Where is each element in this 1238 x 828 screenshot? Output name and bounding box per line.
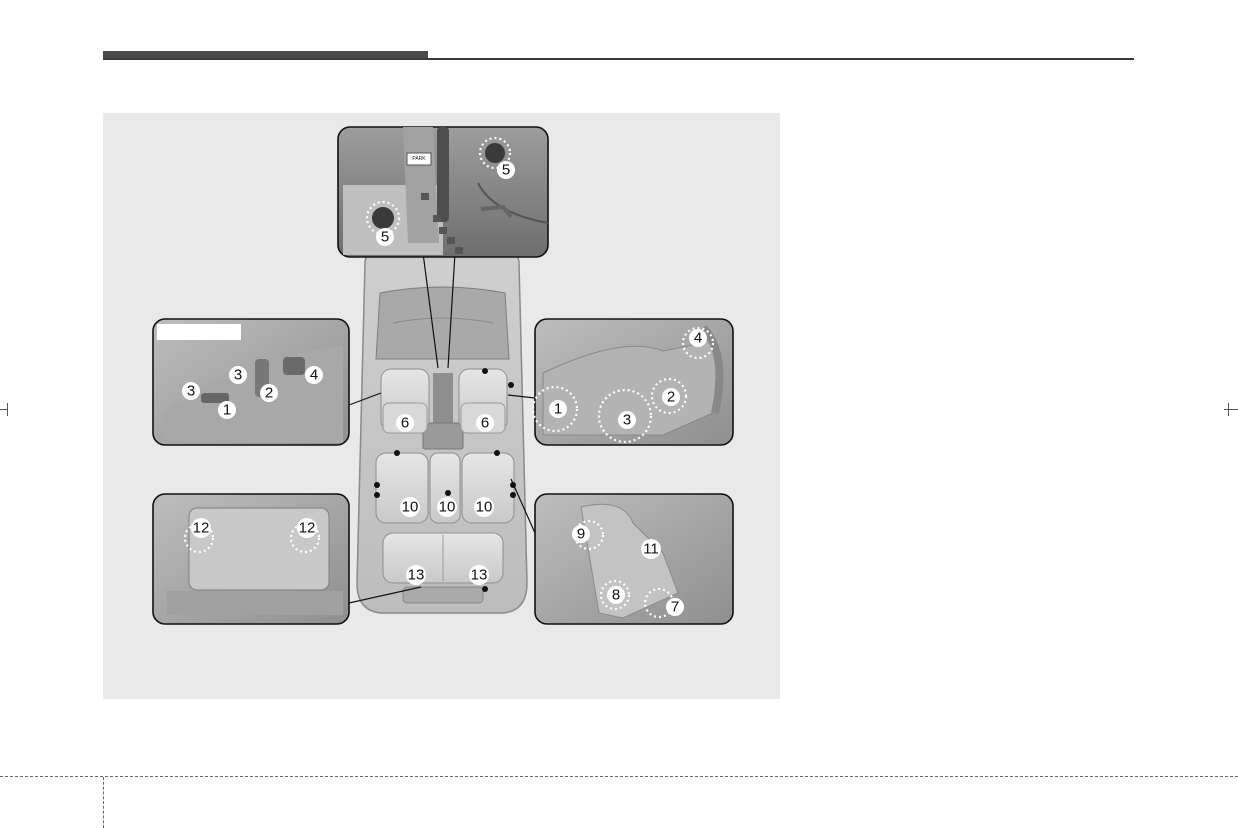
callout-7: 7 <box>666 598 684 616</box>
callout-6a-label: 6 <box>401 415 409 432</box>
callout-5a: 5 <box>497 161 515 179</box>
callout-13b: 13 <box>469 565 489 585</box>
callout-13a: 13 <box>406 565 426 585</box>
footer-dashed-rule <box>0 776 1238 777</box>
inset-cargo-area <box>153 494 349 624</box>
callout-9-label: 9 <box>577 526 585 543</box>
callout-2-left-label: 2 <box>265 385 273 402</box>
inset-shift-console: PARK <box>338 127 548 257</box>
callout-3b-left: 3 <box>229 366 247 384</box>
callout-11-label: 11 <box>643 541 659 558</box>
callout-2-right-label: 2 <box>667 389 675 406</box>
callout-4-left-label: 4 <box>310 367 318 384</box>
callout-12b-label: 12 <box>299 520 316 537</box>
callout-5a-label: 5 <box>502 162 510 179</box>
callout-13a-label: 13 <box>408 567 425 584</box>
footer-dashed-divider <box>103 777 104 828</box>
callout-6b-label: 6 <box>481 415 489 432</box>
callout-12a-label: 12 <box>193 520 210 537</box>
callout-3-right: 3 <box>618 411 636 429</box>
seat-overview-figure: PARK <box>103 113 780 699</box>
callout-10a-label: 10 <box>402 499 419 516</box>
callout-12b: 12 <box>297 518 317 538</box>
callout-5b: 5 <box>376 228 394 246</box>
callout-10a: 10 <box>400 497 420 517</box>
callout-8: 8 <box>607 586 625 604</box>
callout-10c: 10 <box>474 497 494 517</box>
callout-3a-left-label: 3 <box>187 383 195 400</box>
callout-10c-label: 10 <box>476 499 493 516</box>
callout-4-right-label: 4 <box>694 330 702 347</box>
seat-overview-illustration: PARK <box>103 113 780 699</box>
callout-1-left: 1 <box>218 401 236 419</box>
callout-10b: 10 <box>437 497 457 517</box>
callout-5b-label: 5 <box>381 229 389 246</box>
shift-plate-text: PARK <box>412 156 426 162</box>
vehicle-top-view <box>357 251 527 613</box>
callout-2-left: 2 <box>260 384 278 402</box>
callout-6b: 6 <box>476 414 494 432</box>
callout-8-label: 8 <box>612 587 620 604</box>
crop-mark-right <box>1224 409 1238 410</box>
crop-mark-left-tick <box>7 403 8 416</box>
callout-3b-left-label: 3 <box>234 367 242 384</box>
callout-2-right: 2 <box>662 388 680 406</box>
callout-1-right-label: 1 <box>554 401 562 418</box>
callout-12a: 12 <box>191 518 211 538</box>
crop-mark-right-tick <box>1228 403 1229 416</box>
callout-3a-left: 3 <box>182 382 200 400</box>
inset-rear-seat <box>535 494 733 624</box>
callout-13b-label: 13 <box>471 567 488 584</box>
callout-3-right-label: 3 <box>623 412 631 429</box>
header-rule <box>103 58 1134 60</box>
callout-9: 9 <box>572 525 590 543</box>
callout-4-right: 4 <box>689 329 707 347</box>
callout-4-left: 4 <box>305 366 323 384</box>
callout-7-label: 7 <box>671 599 679 616</box>
callout-10b-label: 10 <box>439 499 456 516</box>
callout-1-left-label: 1 <box>223 402 231 419</box>
callout-11: 11 <box>641 539 661 559</box>
callout-1-right: 1 <box>549 400 567 418</box>
callout-6a: 6 <box>396 414 414 432</box>
